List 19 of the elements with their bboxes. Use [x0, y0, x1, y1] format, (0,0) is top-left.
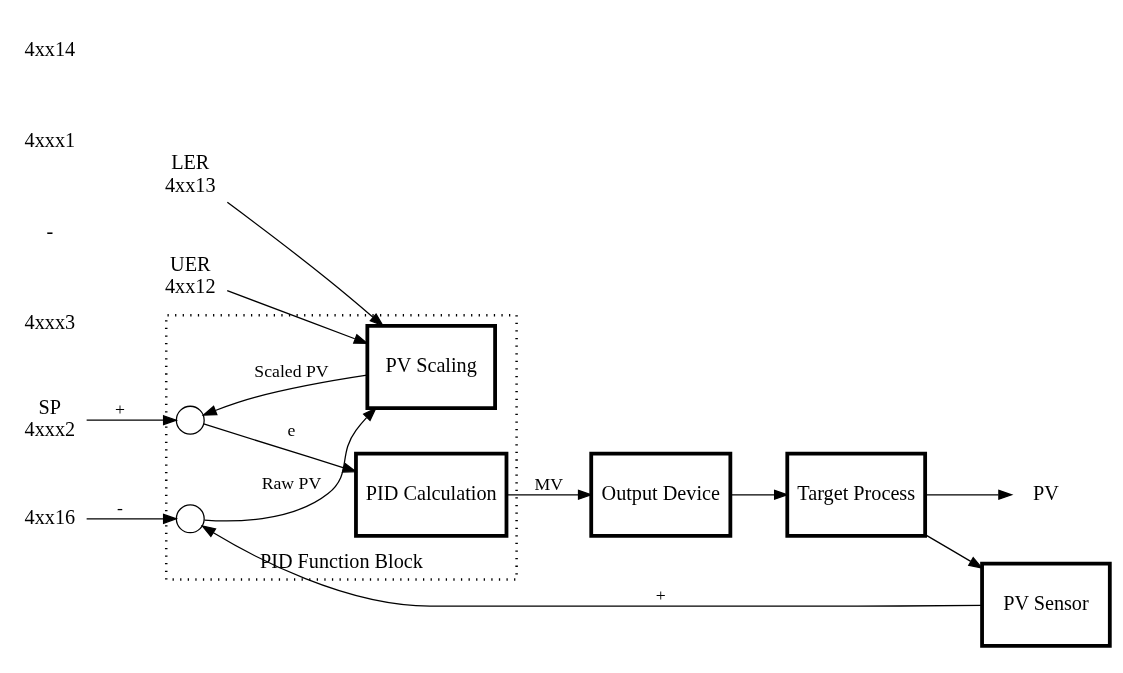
node-text: PV — [1033, 481, 1059, 504]
edge-label: + — [115, 398, 126, 419]
label: - — [46, 219, 54, 242]
node-text: UER — [170, 252, 211, 275]
node-label: 4xx12 — [164, 274, 216, 297]
node-text: 4xx16 — [24, 505, 76, 528]
label: 4xxx1 — [24, 128, 76, 151]
node-text: LER — [171, 150, 210, 173]
edge-label: Scaled PV — [254, 360, 329, 381]
edge-label: e — [287, 419, 296, 440]
edge-label: Raw PV — [261, 472, 322, 493]
node-label: 4xxx2 — [24, 417, 76, 440]
edge-label: - — [117, 497, 124, 518]
edge-label: + — [655, 584, 666, 605]
node-label: 4xx13 — [164, 173, 216, 196]
label: 4xxx3 — [24, 310, 76, 333]
label: 4xx14 — [24, 37, 76, 60]
node-text: SP — [38, 395, 62, 418]
edge-label: MV — [534, 473, 564, 494]
